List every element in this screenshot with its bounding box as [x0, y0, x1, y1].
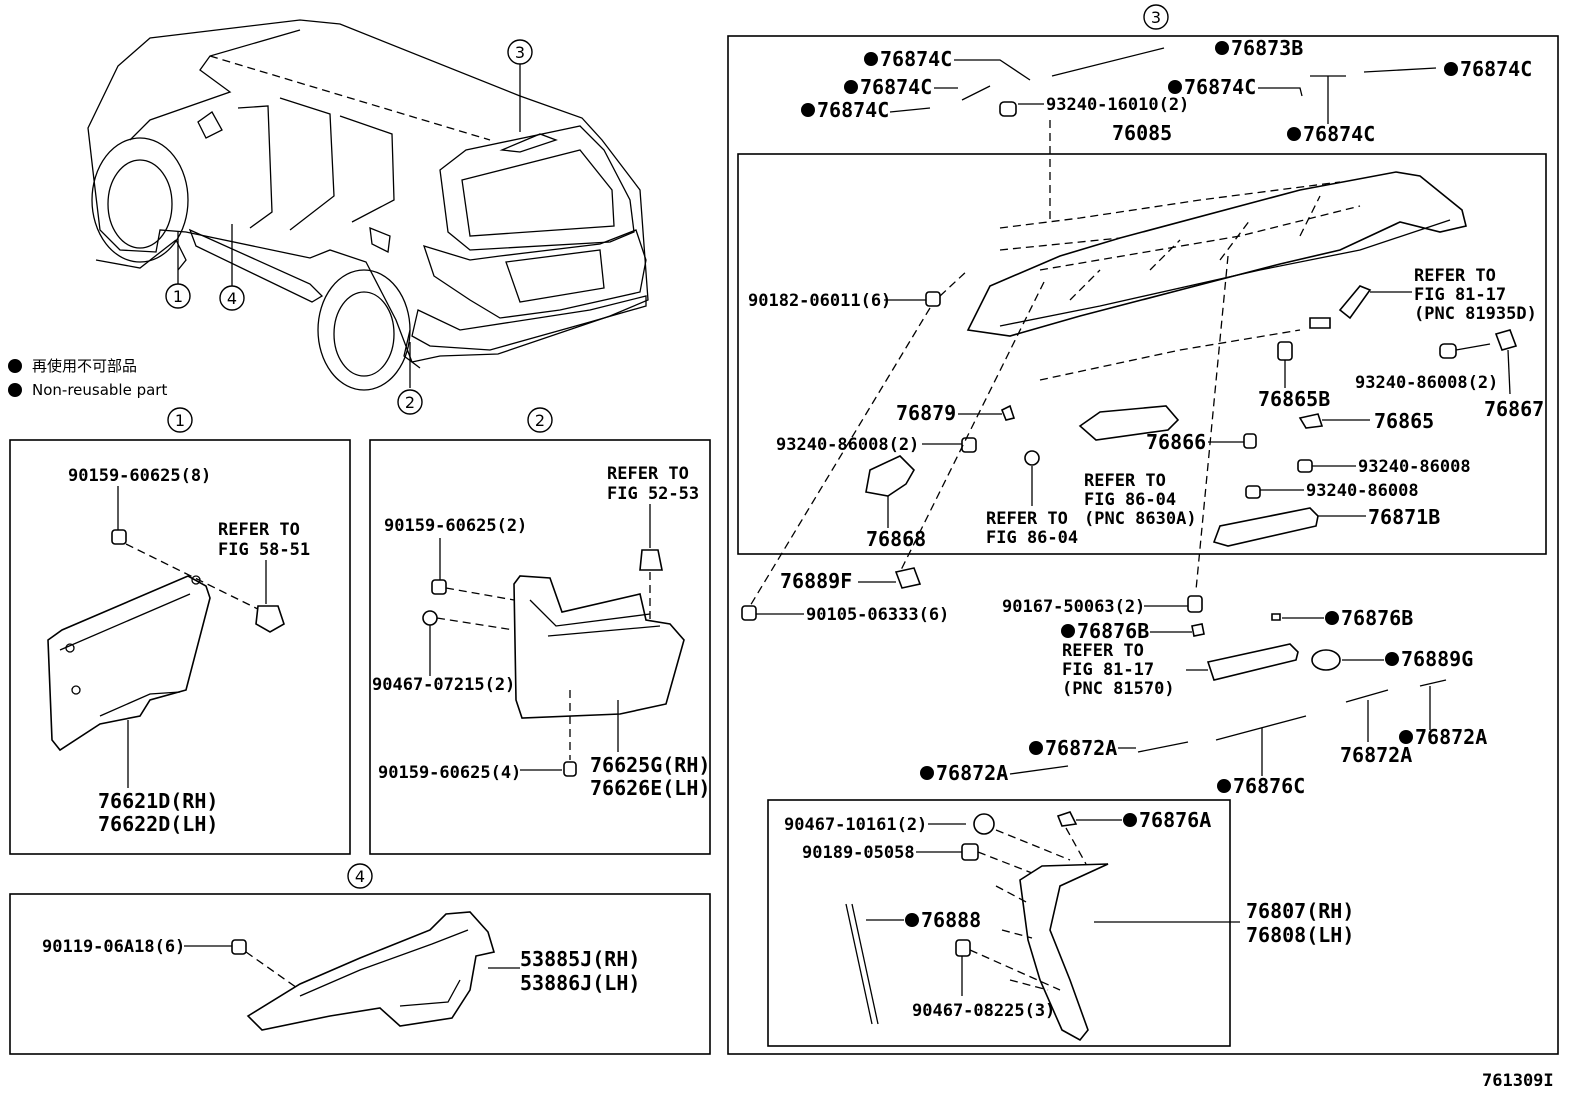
part-label-section3-refer-2a: REFER TO	[1084, 471, 1166, 491]
part-label-callouts-c2: 2	[405, 393, 415, 412]
part-label-section3-refer-1b: FIG 81-17	[1414, 285, 1506, 305]
tailgate-garnish	[1019, 863, 1109, 1042]
part-label-section4-part-rh: 53885J(RH)	[520, 947, 640, 971]
part-label-section3-refer-2c: (PNC 8630A)	[1084, 509, 1197, 529]
part-label-callouts-c2: 2	[535, 411, 545, 430]
part-label-section4-bolt: 90119-06A18(6)	[42, 937, 185, 957]
part-label-section3-screw-c: 90167-50063(2)	[1002, 597, 1145, 617]
callout-1-vehicle: 1	[165, 283, 191, 309]
part-label-section3-p76889f: 76889F	[780, 569, 852, 593]
part-label-section3-refer-3b: FIG 86-04	[986, 528, 1078, 548]
part-label-section3-p76871b: 76871B	[1368, 505, 1440, 529]
part-label-section3-spoiler: 76085	[1112, 121, 1172, 145]
mud-guard-front	[47, 575, 211, 752]
part-label-section3-p76872a-2: 76872A	[1415, 725, 1487, 749]
part-label-section3-refer-4a: REFER TO	[1062, 641, 1144, 661]
part-label-section3-p76872a-1: 76872A	[1340, 743, 1412, 767]
part-label-section3-p76872a-3: 76872A	[1045, 736, 1117, 760]
part-label-section3-p76874c-2: 76874C	[860, 75, 932, 99]
part-label-section3-p76874c-1: 76874C	[880, 47, 952, 71]
top-seal-parts: 76874C 76873B 76874C 76874C 93240-16010(…	[801, 36, 1532, 220]
part-label-section1-refer-a: REFER TO	[218, 520, 300, 540]
part-label-section2-part-lh: 76626E(LH)	[590, 776, 710, 800]
part-label-section3-p76889g: 76889G	[1401, 647, 1473, 671]
part-label-section3-refer-4c: (PNC 81570)	[1062, 679, 1175, 699]
section-4: 4 90119-06A18(6) 53885J(RH) 53886J(LH)	[9, 863, 711, 1055]
bolt-label: 90159-60625(8)	[68, 466, 211, 486]
part-label-callouts-c4: 4	[355, 867, 365, 886]
part-label-section3-clip-b: 90189-05058	[802, 843, 915, 863]
non-reusable-dot-icon	[8, 359, 22, 373]
part-label-callouts-c1: 1	[173, 287, 183, 306]
part-rh-label: 76621D(RH)	[98, 789, 218, 813]
part-label-section2-washer: 90467-07215(2)	[372, 675, 515, 695]
section-1: 1 90159-60625(8) REFER TO FIG 58-51 7662…	[9, 407, 351, 855]
step-garnish	[246, 911, 496, 1031]
part-label-section3-p76879: 76879	[896, 401, 956, 425]
callout-3-vehicle: 3	[507, 39, 533, 65]
part-label-section2-part-rh: 76625G(RH)	[590, 753, 710, 777]
part-label-section3-p76874c-4: 76874C	[1184, 75, 1256, 99]
part-label-section3-clip-c: 90467-08225(3)	[912, 1001, 1055, 1021]
legend: 再使用不可部品 Non-reusable part	[8, 357, 167, 399]
part-label-section2-refer-a: REFER TO	[607, 464, 689, 484]
part-label-section3-p76876c: 76876C	[1233, 774, 1305, 798]
mud-guard-rear	[513, 575, 685, 719]
part-label-section3-refer-1a: REFER TO	[1414, 266, 1496, 286]
part-label-section3-refer-4b: FIG 81-17	[1062, 660, 1154, 680]
part-label-section3-clip-a: 90467-10161(2)	[784, 815, 927, 835]
part-label-section2-bolt-top: 90159-60625(2)	[384, 516, 527, 536]
part-label-section3-garnish-rh: 76807(RH)	[1246, 899, 1354, 923]
part-label-callouts-c3: 3	[1151, 8, 1161, 27]
part-label-section1-refer-b: FIG 58-51	[218, 540, 310, 560]
part-label-section3-p76876a: 76876A	[1139, 808, 1211, 832]
part-label-section3-p76876b-1: 76876B	[1341, 606, 1413, 630]
part-label-section3-refer-2b: FIG 86-04	[1084, 490, 1176, 510]
part-label-section3-screw-r: 93240-86008(2)	[1355, 373, 1498, 393]
vehicle-illustration	[87, 19, 649, 391]
part-label-section3-p76865b: 76865B	[1258, 387, 1330, 411]
part-label-callouts-c4: 4	[227, 289, 237, 308]
diagram-id: 761309I	[1482, 1071, 1554, 1091]
part-label-section3-p76888: 76888	[921, 908, 981, 932]
part-lh-label: 76622D(LH)	[98, 812, 218, 836]
rear-spoiler	[966, 171, 1467, 381]
part-label-section3-p76872a-4: 76872A	[936, 761, 1008, 785]
part-label-section3-p76867: 76867	[1484, 397, 1544, 421]
part-label-section3-screw-s2: 93240-86008	[1306, 481, 1419, 501]
callout-2-vehicle: 2	[397, 389, 423, 415]
part-label-section3-refer-3a: REFER TO	[986, 509, 1068, 529]
legend-en: Non-reusable part	[32, 381, 167, 399]
part-label-section2-bolt-bottom: 90159-60625(4)	[378, 763, 521, 783]
part-label-section3-refer-1c: (PNC 81935D)	[1414, 304, 1537, 324]
part-label-section3-p76873b: 76873B	[1231, 36, 1303, 60]
part-label-section3-p76874c-6: 76874C	[1303, 122, 1375, 146]
part-label-section3-screw-l: 93240-86008(2)	[776, 435, 919, 455]
section-2: 2 REFER TO FIG 52-53 90159-60625(2) 9046…	[369, 407, 711, 855]
part-label-section3-p76874c-3: 76874C	[817, 98, 889, 122]
non-reusable-dot-icon	[8, 383, 22, 397]
part-label-section3-p76874c-5: 76874C	[1460, 57, 1532, 81]
part-label-section3-screw-b: 90105-06333(6)	[806, 605, 949, 625]
part-label-section3-p76876b-2: 76876B	[1077, 619, 1149, 643]
part-label-section3-p76868: 76868	[866, 527, 926, 551]
part-label-section3-p76865: 76865	[1374, 409, 1434, 433]
section-3: 3 76874C 76873B 76874C 76874C 93240-1601…	[727, 4, 1559, 1055]
part-label-section3-p76866: 76866	[1146, 430, 1206, 454]
part-label-section2-refer-b: FIG 52-53	[607, 484, 699, 504]
part-label-callouts-c1: 1	[175, 411, 185, 430]
part-label-section4-part-lh: 53886J(LH)	[520, 971, 640, 995]
part-label-section3-nut: 90182-06011(6)	[748, 291, 891, 311]
legend-jp: 再使用不可部品	[32, 357, 137, 375]
part-label-section3-screw-s1: 93240-86008	[1358, 457, 1471, 477]
part-label-section3-garnish-lh: 76808(LH)	[1246, 923, 1354, 947]
part-label-section3-screw-top: 93240-16010(2)	[1046, 95, 1189, 115]
callout-4-vehicle: 4	[219, 285, 245, 311]
part-label-callouts-c3: 3	[515, 43, 525, 62]
